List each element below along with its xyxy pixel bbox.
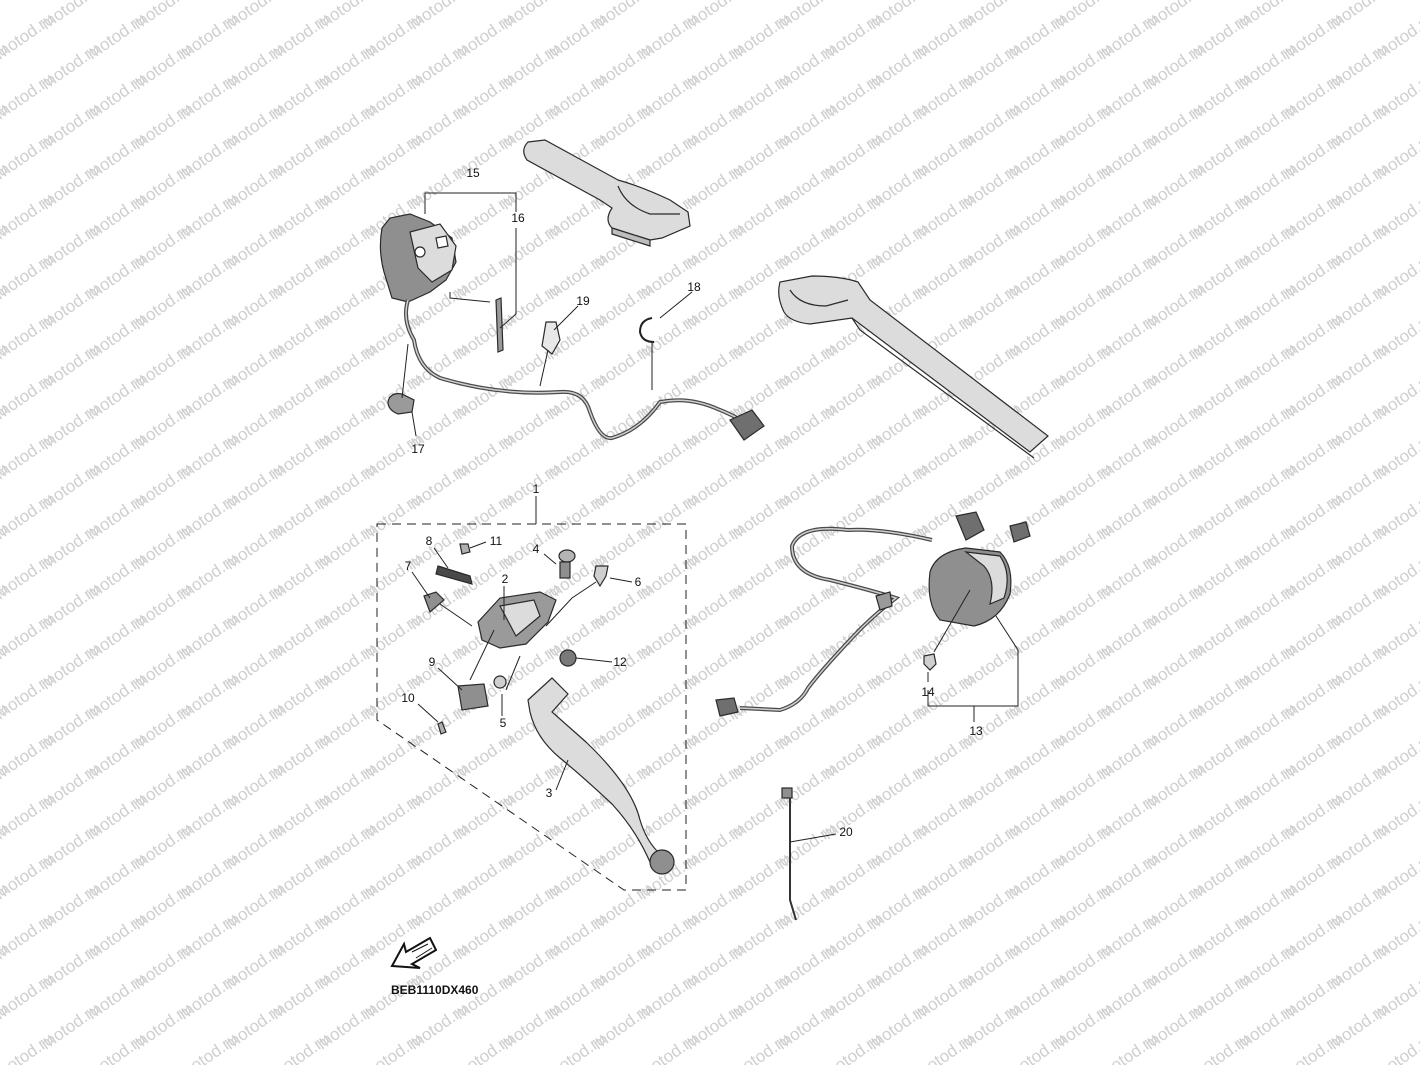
label-19: 19: [576, 294, 590, 308]
right-handlebar: [778, 275, 1049, 459]
watermark-text: motod.ru: [359, 1029, 425, 1065]
watermark-text: motod.ru: [543, 1029, 609, 1065]
watermark-text: motod.ru: [1187, 1029, 1253, 1065]
clip-18: [638, 317, 655, 343]
watermark-text: motod.ru: [1417, 0, 1420, 33]
watermark-text: motod.ru: [635, 1029, 701, 1065]
label-5: 5: [500, 716, 507, 730]
watermark-text: motod.ru: [911, 1029, 977, 1065]
label-4: 4: [533, 542, 540, 556]
watermark-text: motod.ru: [1003, 1029, 1069, 1065]
clutch-lever-assembly: [376, 523, 687, 891]
label-14: 14: [921, 685, 935, 699]
clamp-17: [387, 393, 415, 415]
leader-lines: [401, 192, 1019, 843]
watermark-text: motod.ru: [1279, 1029, 1345, 1065]
label-18: 18: [687, 280, 701, 294]
watermark-text: motod.ru: [0, 0, 57, 3]
watermark-text: motod.ru: [83, 1029, 149, 1065]
label-13: 13: [969, 724, 983, 738]
label-20: 20: [839, 825, 853, 839]
watermark-text: motod.ru: [0, 0, 11, 33]
watermark-text: motod.ru: [1095, 1029, 1161, 1065]
watermark-text: motod.ru: [0, 1029, 57, 1065]
watermark-text: motod.ru: [727, 1029, 793, 1065]
cable-tie-20: [781, 787, 797, 921]
left-handlebar-switch: [379, 213, 765, 441]
screw-16: [495, 297, 504, 353]
watermark-text: motod.ru: [175, 1029, 241, 1065]
label-8: 8: [426, 534, 433, 548]
left-handlebar: [523, 139, 691, 247]
screw-14: [923, 653, 937, 671]
part-labels: 15 16 19 18 17 1 8 11 4 7 2 6 9 12 10 5 …: [401, 166, 983, 839]
diagram-code: BEB1110DX460: [391, 983, 479, 997]
front-direction-arrow-icon: [390, 936, 438, 969]
label-1: 1: [533, 482, 540, 496]
label-12: 12: [613, 655, 627, 669]
label-11: 11: [490, 534, 503, 548]
label-6: 6: [635, 575, 642, 589]
clip-19: [541, 321, 561, 355]
label-2: 2: [502, 572, 509, 586]
label-7: 7: [405, 559, 412, 573]
watermark-text: motod.ru: [1371, 1029, 1420, 1065]
watermark-text: motod.ru: [267, 1029, 333, 1065]
label-17: 17: [411, 442, 425, 456]
label-3: 3: [546, 786, 553, 800]
label-15: 15: [466, 166, 480, 180]
watermark-text: motod.ru: [819, 1029, 885, 1065]
label-10: 10: [401, 691, 415, 705]
label-16: 16: [511, 211, 525, 225]
watermark-text: motod.ru: [451, 1029, 517, 1065]
right-handlebar-switch: [715, 511, 1031, 717]
label-9: 9: [429, 655, 436, 669]
